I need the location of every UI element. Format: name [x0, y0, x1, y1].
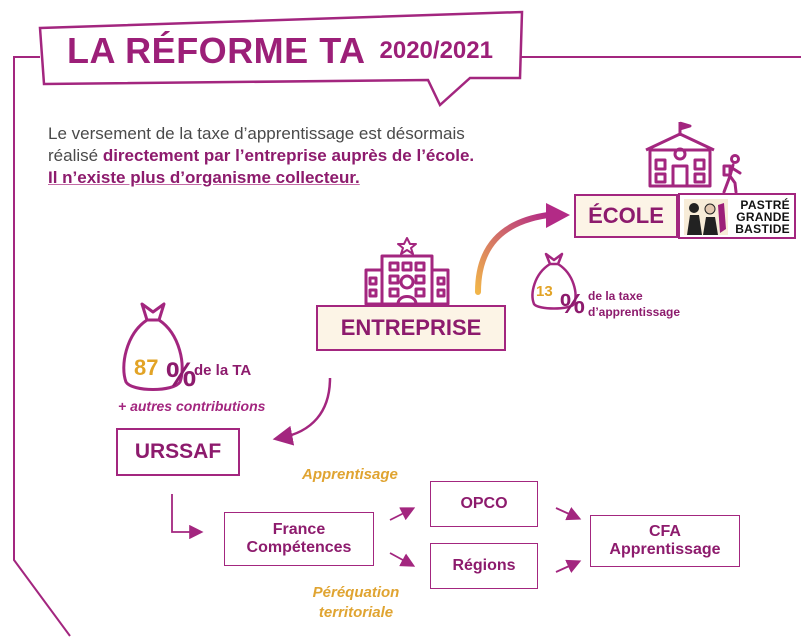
school-building-icon [645, 121, 715, 188]
share-urssaf-label: de la TA [194, 362, 252, 379]
flow-label-perequation: Péréquation territoriale [296, 583, 416, 623]
share-urssaf-value: 87 [134, 355, 158, 381]
share-urssaf-extra: + autres contributions [118, 398, 266, 414]
money-bag-icon-large [122, 302, 184, 391]
share-school-percent: % [560, 288, 585, 319]
money-bag-icon [531, 252, 577, 310]
cfa-node: CFA Apprentissage [590, 515, 740, 567]
share-school-label: de la taxe d’apprentissage [588, 288, 680, 320]
logo-text: PASTRÉ GRANDE BASTIDE [735, 199, 790, 235]
page-title: LA RÉFORME TA 2020/2021 [40, 20, 520, 82]
intro-line-2-prefix: réalisé [48, 146, 103, 165]
school-logo: PASTRÉ GRANDE BASTIDE [678, 193, 796, 239]
cfa-line-1: CFA [648, 523, 681, 540]
office-building-icon [364, 237, 450, 306]
title-year: 2020/2021 [379, 37, 493, 64]
share-school-value: 13 [536, 283, 553, 301]
opco-node: OPCO [430, 481, 538, 527]
share-school-label-1: de la taxe [588, 289, 643, 303]
title-banner-shape [38, 10, 524, 108]
intro-line-3: Il n’existe plus d’organisme collecteur. [48, 168, 360, 187]
hiker-icon [722, 154, 742, 194]
intro-line-2-bold: directement par l’entreprise auprès de l… [102, 146, 475, 165]
entreprise-node: ENTREPRISE [316, 305, 506, 351]
logo-line-3: BASTIDE [735, 222, 790, 236]
france-competences-line-2: Compétences [246, 539, 352, 556]
france-competences-line-1: France [272, 521, 326, 538]
france-competences-node: France Compétences [224, 512, 374, 566]
intro-line-2: réalisé directement par l’entreprise aup… [48, 145, 548, 167]
intro-text: Le versement de la taxe d’apprentissage … [48, 123, 548, 189]
flow-label-perequation-1: Péréquation [312, 584, 400, 601]
cfa-line-2: Apprentissage [609, 541, 721, 558]
share-school-number: 13 [536, 283, 553, 300]
flow-label-perequation-2: territoriale [318, 604, 394, 621]
intro-line-1: Le versement de la taxe d’apprentissage … [48, 124, 465, 143]
share-urssaf-number: 87 [134, 355, 159, 380]
logo-line-1: PASTRÉ [740, 198, 790, 212]
share-urssaf-percent: % [166, 356, 197, 394]
flow-label-apprentisage: Apprentisage [302, 466, 398, 483]
urssaf-node: URSSAF [116, 428, 240, 476]
logo-figures-icon [684, 199, 728, 235]
title-main: LA RÉFORME TA [67, 30, 366, 71]
regions-node: Régions [430, 543, 538, 589]
logo-line-2: GRANDE [736, 210, 790, 224]
ecole-node: ÉCOLE [574, 194, 678, 238]
share-school-label-2: d’apprentissage [588, 305, 681, 319]
